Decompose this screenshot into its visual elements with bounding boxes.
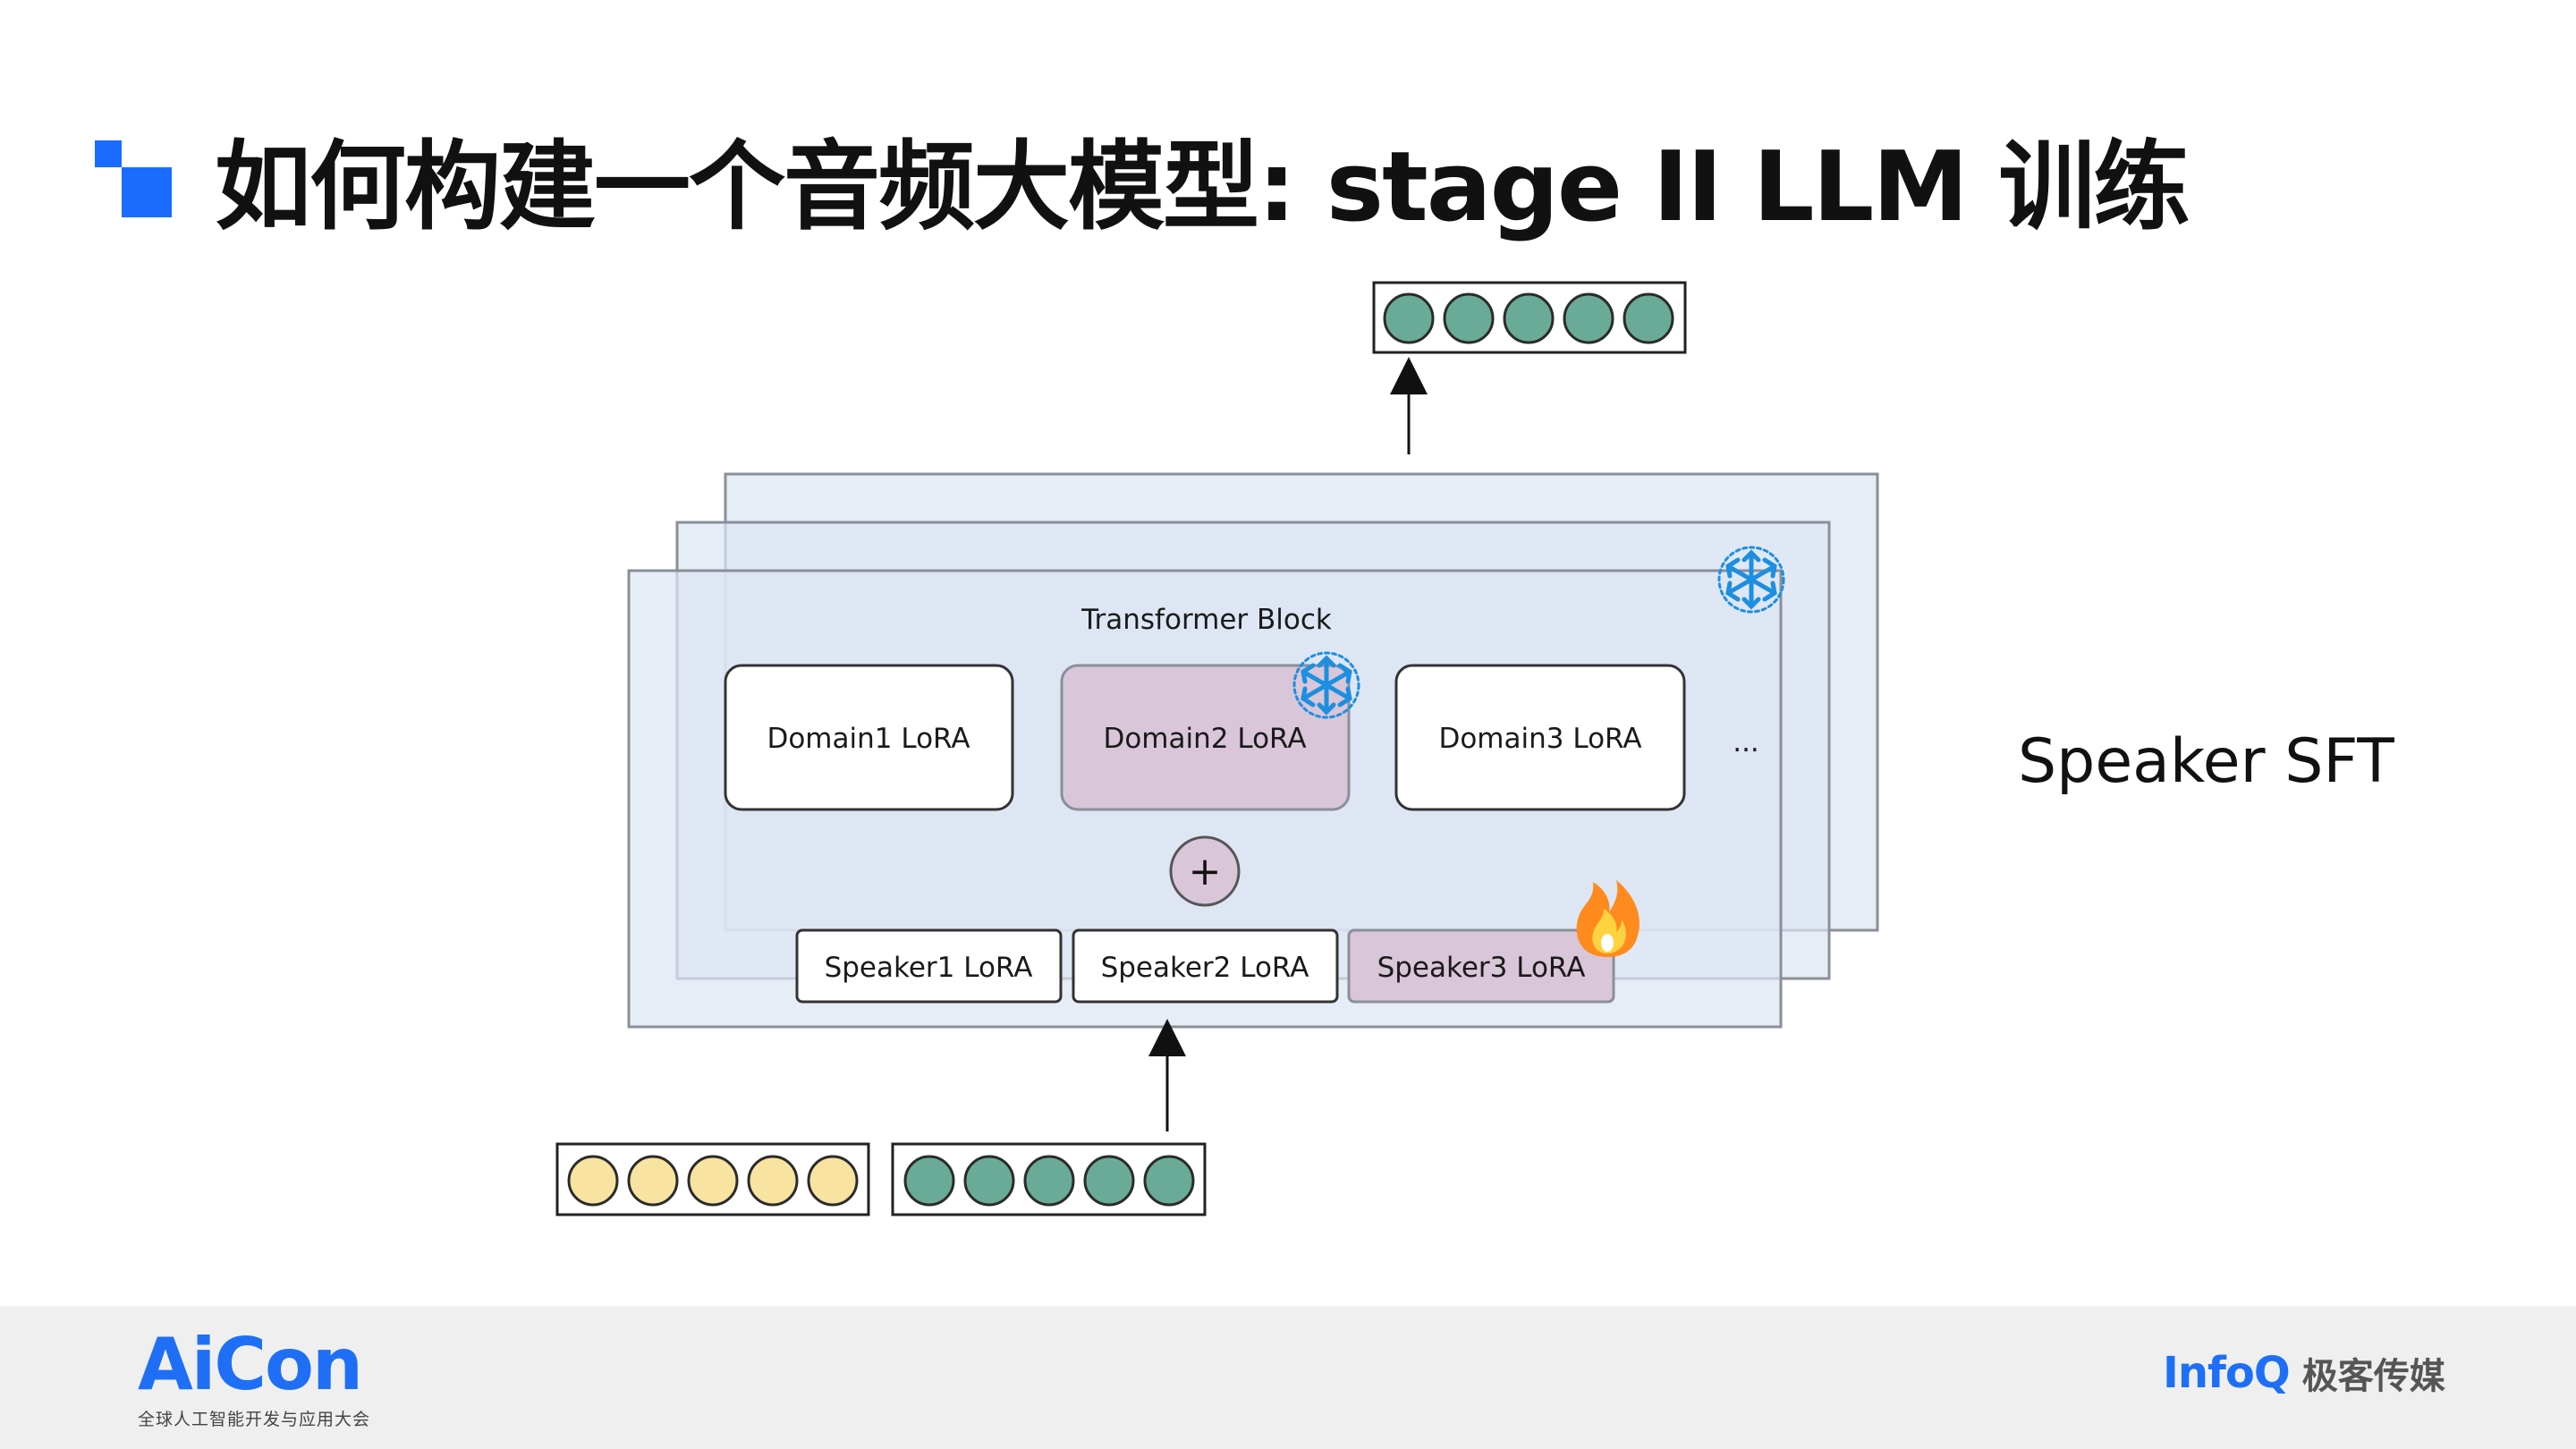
domain2-box <box>1060 664 1351 811</box>
input-token-group-audio <box>891 1142 1207 1216</box>
diagram: Transformer Block Domain1 LoRA Domain2 L… <box>555 281 1879 1216</box>
output-token <box>1563 292 1614 344</box>
output-token <box>1503 292 1555 344</box>
speaker3-label: Speaker3 LoRA <box>1377 952 1586 984</box>
snowflake-icon <box>1292 651 1360 719</box>
speaker2-label: Speaker2 LoRA <box>1101 952 1309 984</box>
aicon-logo: AiCon 全球人工智能开发与应用大会 <box>138 1329 370 1430</box>
input-token-yellow <box>627 1155 679 1207</box>
input-token-teal <box>1023 1155 1075 1207</box>
transformer-block-title: Transformer Block <box>1080 604 1332 636</box>
domain2-label: Domain2 LoRA <box>1103 723 1306 755</box>
title-bullet-icon <box>95 140 172 217</box>
input-token-teal <box>1143 1155 1195 1207</box>
title-row: 如何构建一个音频大模型: stage II LLM 训练 <box>95 107 2190 250</box>
input-token-yellow <box>567 1155 619 1207</box>
input-token-teal <box>1083 1155 1135 1207</box>
output-token <box>1383 292 1435 344</box>
infoq-logo: InfoQ 极客传媒 <box>2163 1347 2445 1399</box>
speaker2-box <box>1072 928 1339 1004</box>
speaker-sft-label: Speaker SFT <box>2018 726 2394 797</box>
input-token-yellow <box>807 1155 859 1207</box>
plus-sign: + <box>1189 849 1222 894</box>
plus-node <box>1169 835 1241 907</box>
output-token-group <box>1372 281 1687 354</box>
input-token-group-text <box>555 1142 870 1216</box>
footer <box>0 1306 2576 1449</box>
input-token-yellow <box>747 1155 799 1207</box>
output-token <box>1623 292 1674 344</box>
snowflake-icon <box>1717 546 1785 614</box>
output-token <box>1443 292 1495 344</box>
aicon-logo-subtitle: 全球人工智能开发与应用大会 <box>138 1410 371 1429</box>
speaker3-box <box>1347 928 1615 1004</box>
infoq-logo-word: InfoQ <box>2163 1348 2291 1398</box>
speaker1-label: Speaker1 LoRA <box>825 952 1033 984</box>
domain3-box <box>1394 664 1686 811</box>
domain1-box <box>724 664 1014 811</box>
domain3-label: Domain3 LoRA <box>1438 723 1641 755</box>
page-title: 如何构建一个音频大模型: stage II LLM 训练 <box>215 131 2190 243</box>
fire-icon <box>1576 880 1640 957</box>
input-token-teal <box>903 1155 955 1207</box>
domain1-label: Domain1 LoRA <box>767 723 970 755</box>
input-token-yellow <box>687 1155 739 1207</box>
input-token-teal <box>963 1155 1015 1207</box>
speaker1-box <box>795 928 1063 1004</box>
aicon-logo-word: AiCon <box>138 1323 363 1406</box>
more-domains-ellipsis: ... <box>1733 726 1759 758</box>
infoq-logo-cn: 极客传媒 <box>2301 1356 2445 1397</box>
